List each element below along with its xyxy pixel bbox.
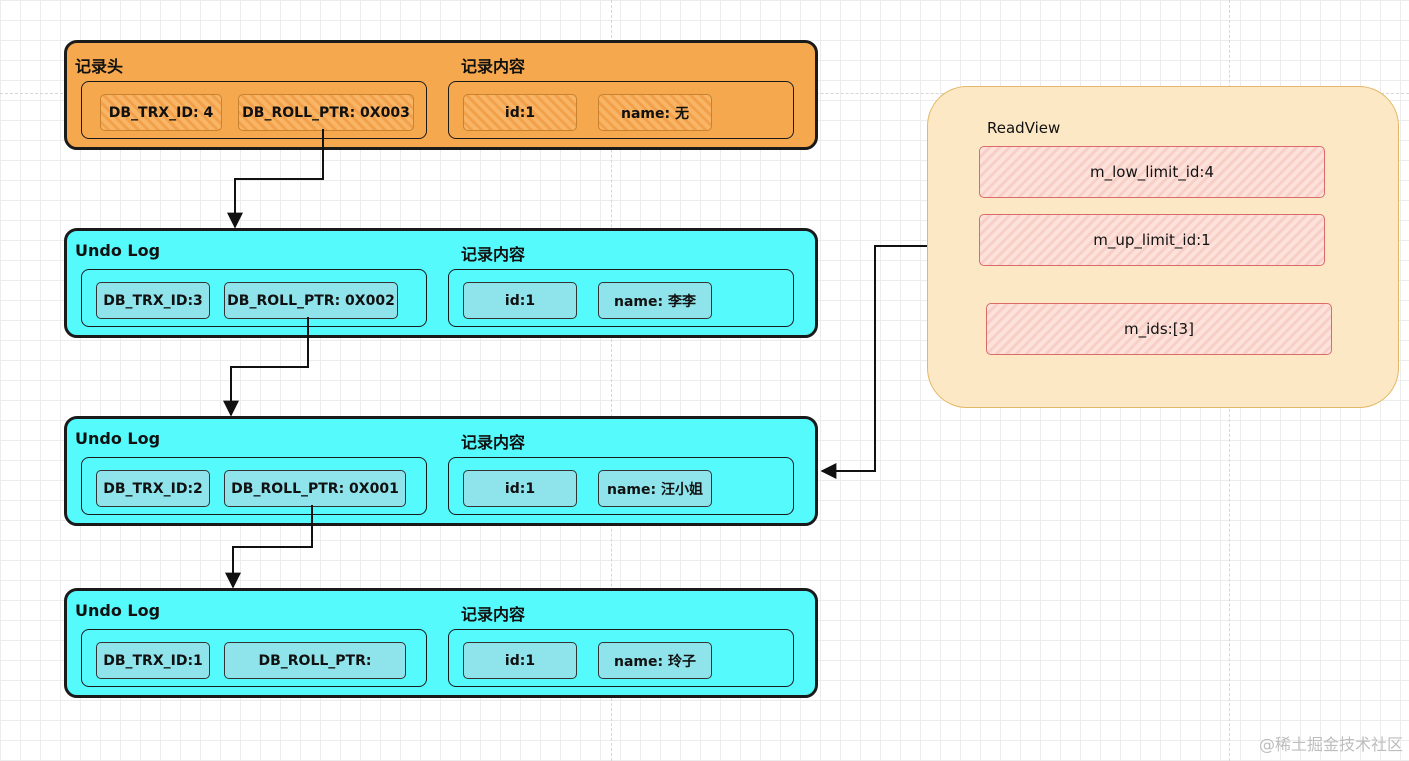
id-field: id:1 — [463, 282, 577, 319]
hidden-fields-group: DB_TRX_ID:3 DB_ROLL_PTR: 0X002 — [81, 269, 427, 327]
content-fields-group: id:1 name: 玲子 — [448, 629, 794, 687]
content-fields-group: id:1 name: 李李 — [448, 269, 794, 327]
record-content-title: 记录内容 — [461, 433, 526, 452]
hidden-fields-group: DB_TRX_ID:1 DB_ROLL_PTR: — [81, 629, 427, 687]
trx-id-field: DB_TRX_ID: 4 — [100, 94, 222, 131]
id-field: id:1 — [463, 470, 577, 507]
record-header-title: 记录头 — [75, 57, 124, 76]
record-content-title: 记录内容 — [461, 245, 526, 264]
name-field: name: 汪小姐 — [598, 470, 712, 507]
record-content-title: 记录内容 — [461, 57, 526, 76]
hidden-fields-group: DB_TRX_ID: 4 DB_ROLL_PTR: 0X003 — [81, 81, 427, 139]
name-field: name: 玲子 — [598, 642, 712, 679]
readview-arrow — [820, 245, 927, 479]
content-fields-group: id:1 name: 无 — [448, 81, 794, 139]
undo-log-record: Undo Log 记录内容 DB_TRX_ID:1 DB_ROLL_PTR: i… — [64, 588, 818, 698]
id-field: id:1 — [463, 642, 577, 679]
undo-log-title: Undo Log — [75, 601, 161, 620]
watermark: @稀土掘金技术社区 — [1258, 735, 1403, 754]
name-field: name: 李李 — [598, 282, 712, 319]
roll-ptr-arrow — [223, 317, 309, 417]
trx-id-field: DB_TRX_ID:3 — [96, 282, 210, 319]
guide-line — [611, 0, 612, 761]
low-limit-id-field: m_low_limit_id:4 — [979, 146, 1325, 198]
up-limit-id-field: m_up_limit_id:1 — [979, 214, 1325, 266]
trx-id-field: DB_TRX_ID:2 — [96, 470, 210, 507]
roll-ptr-arrow — [227, 129, 324, 229]
undo-log-record: Undo Log 记录内容 DB_TRX_ID:3 DB_ROLL_PTR: 0… — [64, 228, 818, 338]
undo-log-title: Undo Log — [75, 241, 161, 260]
roll-ptr-field: DB_ROLL_PTR: 0X002 — [224, 282, 398, 319]
readview-panel: ReadView m_low_limit_id:4 m_up_limit_id:… — [927, 86, 1399, 408]
roll-ptr-field: DB_ROLL_PTR: 0X003 — [238, 94, 414, 131]
roll-ptr-arrow — [225, 505, 313, 589]
undo-log-title: Undo Log — [75, 429, 161, 448]
id-field: id:1 — [463, 94, 577, 131]
m-ids-field: m_ids:[3] — [986, 303, 1332, 355]
content-fields-group: id:1 name: 汪小姐 — [448, 457, 794, 515]
roll-ptr-field: DB_ROLL_PTR: — [224, 642, 406, 679]
trx-id-field: DB_TRX_ID:1 — [96, 642, 210, 679]
name-field: name: 无 — [598, 94, 712, 131]
roll-ptr-field: DB_ROLL_PTR: 0X001 — [224, 470, 406, 507]
hidden-fields-group: DB_TRX_ID:2 DB_ROLL_PTR: 0X001 — [81, 457, 427, 515]
record-header: 记录头 记录内容 DB_TRX_ID: 4 DB_ROLL_PTR: 0X003… — [64, 40, 818, 150]
record-content-title: 记录内容 — [461, 605, 526, 624]
undo-log-record: Undo Log 记录内容 DB_TRX_ID:2 DB_ROLL_PTR: 0… — [64, 416, 818, 526]
readview-title: ReadView — [987, 119, 1061, 137]
